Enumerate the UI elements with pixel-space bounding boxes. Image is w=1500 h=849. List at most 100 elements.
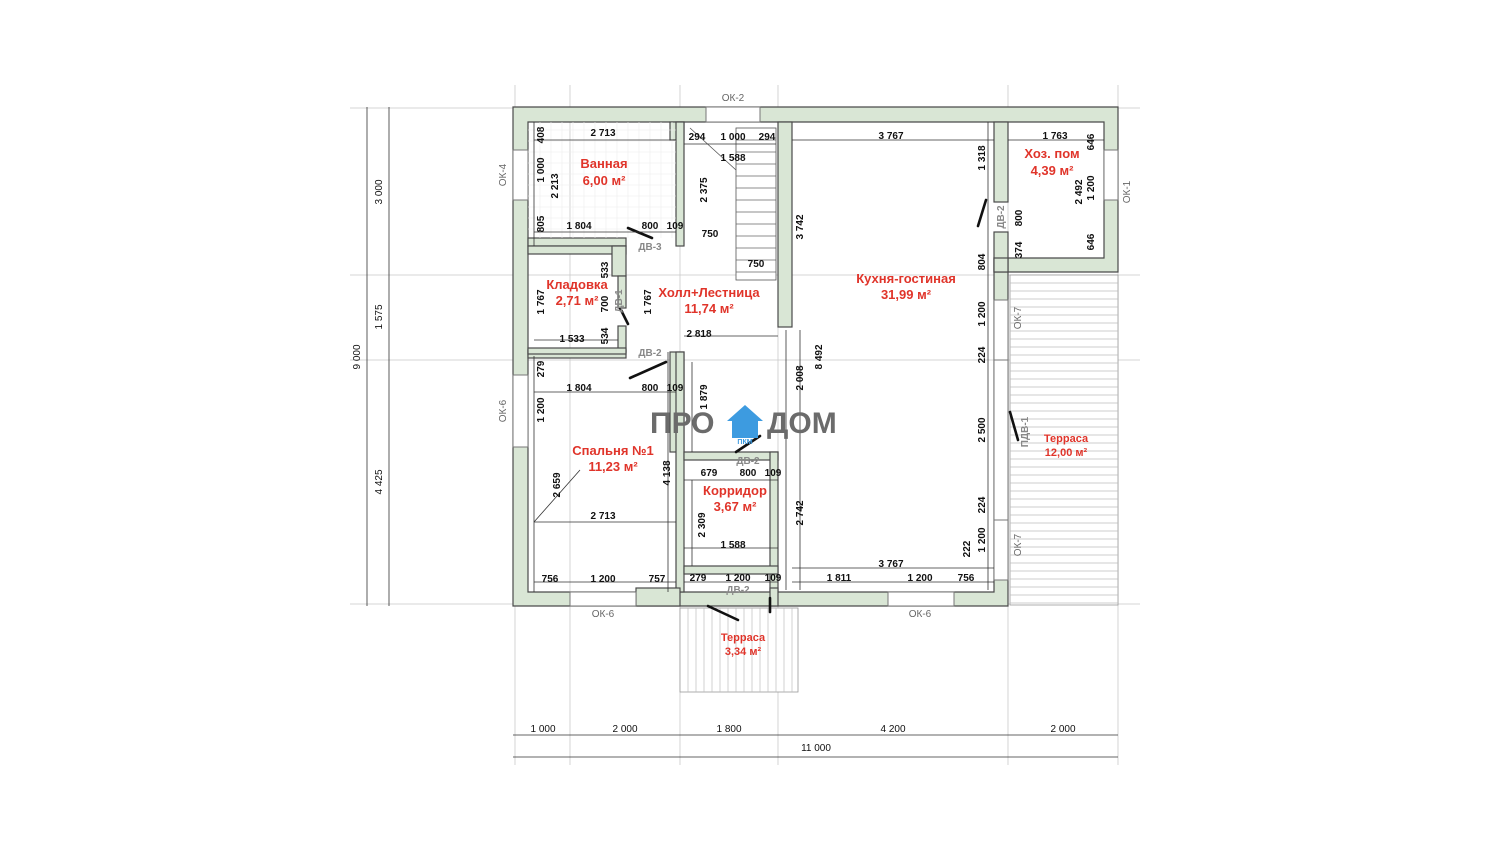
dim-bottom-total: 11 000 [801,743,831,754]
door-swings [618,198,1020,622]
dim: 109 [667,221,684,232]
outer-dimension-labels: 1 000 2 000 1 800 4 200 2 000 11 000 3 0… [352,179,1076,754]
dim: 1 879 [699,384,710,409]
brand-logo: ПРО ПКМ ДОМ [650,405,837,446]
window-label-ok2: ОК-2 [722,93,745,104]
room-area-hall: 11,74 м² [684,301,734,316]
dim: 1 767 [536,289,547,314]
door-dv2-storage-leaf [628,360,668,380]
dim: 1 200 [536,397,547,422]
door-pdv1-leaf [1008,410,1020,442]
dim: 8 492 [814,344,825,369]
dim: 2 713 [590,128,615,139]
dim: 1 200 [907,573,932,584]
door-label-dv1: ДВ-1 [614,289,625,313]
door-label-dv2-front: ДВ-2 [726,585,750,596]
window-label-ok7-bottom: ОК-7 [1013,533,1024,556]
room-labels: Ванная 6,00 м² Кладовка 2,71 м² Холл+Лес… [546,146,1089,658]
room-area-kitchen: 31,99 м² [881,287,932,302]
house-icon [727,405,763,438]
dim: 224 [977,496,988,513]
dim: 1 763 [1042,131,1067,142]
dim: 805 [536,215,547,232]
dim: 2 309 [697,512,708,537]
dim: 1 318 [977,145,988,170]
dim: 646 [1086,133,1097,150]
dim: 224 [977,346,988,363]
room-name-corridor: Корридор [703,483,767,498]
dim: 374 [1014,241,1025,258]
dim: 700 [600,295,611,312]
dim: 2 818 [686,329,711,340]
dim: 279 [536,360,547,377]
window-label-ok7-top: ОК-7 [1013,306,1024,329]
dimension-lines [533,122,1104,592]
dim: 109 [765,468,782,479]
dim: 1 000 [720,132,745,143]
door-dv3-leaf [626,226,654,240]
dim: 1 804 [566,221,591,232]
dim: 3 767 [878,559,903,570]
logo-text-right: ДОМ [767,407,837,440]
window-label-ok6-bottom-left: ОК-6 [592,609,615,620]
room-name-kitchen: Кухня-гостиная [856,271,956,286]
dim: 1 767 [643,289,654,314]
dim-left-3: 4 425 [374,469,385,494]
dim: 222 [962,540,973,557]
dim: 679 [701,468,718,479]
dim: 800 [1014,209,1025,226]
dim: 646 [1086,233,1097,250]
dim: 534 [600,327,611,344]
dim: 800 [740,468,757,479]
room-name-terrace-front: Терраса [721,632,766,644]
dim: 2 500 [977,417,988,442]
dim: 3 767 [878,131,903,142]
dim: 2 713 [590,511,615,522]
room-area-utility: 4,39 м² [1031,163,1075,178]
room-name-utility: Хоз. пом [1024,146,1079,161]
room-area-storage: 2,71 м² [556,293,600,308]
dim: 2 213 [550,173,561,198]
dim-bottom-1: 1 000 [530,724,555,735]
room-area-terrace-front: 3,34 м² [725,646,762,658]
dim: 1 533 [559,334,584,345]
room-area-bedroom: 11,23 м² [588,459,638,474]
door-label-pdv1: ПДВ-1 [1020,416,1031,447]
room-name-storage: Кладовка [546,277,608,292]
door-label-dv2-util: ДВ-2 [996,205,1007,229]
dim: 2 659 [552,472,563,497]
dim-bottom-3: 1 800 [716,724,741,735]
dim: 1 804 [566,383,591,394]
staircase [689,127,777,281]
dim: 533 [600,261,611,278]
windows [512,106,1119,607]
dim: 1 000 [536,157,547,182]
dim: 1 200 [1086,175,1097,200]
dim: 2 008 [795,365,806,390]
door-labels: ДВ-3 ДВ-1 ДВ-2 ДВ-2 ДВ-2 ДВ-2 ПДВ-1 [614,205,1031,596]
dim: 1 200 [590,574,615,585]
dim: 408 [536,126,547,143]
dim: 1 811 [827,573,852,584]
dim: 756 [958,573,975,584]
interior-dimension-labels: 2 713 408 1 000 2 213 805 1 804 800 109 … [536,126,1097,585]
dim: 109 [765,573,782,584]
dim: 2 742 [795,500,806,525]
dim: 800 [642,221,659,232]
bath-tile-grid [528,122,676,238]
dim: 804 [977,253,988,270]
dim-left-1: 3 000 [374,179,385,204]
dim: 4 138 [662,460,673,485]
dim: 750 [702,229,719,240]
door-dv1-leaf [618,306,630,326]
dim-left-2: 1 575 [374,304,385,329]
interior-walls [527,121,1009,607]
dim-bottom-5: 2 000 [1050,724,1075,735]
room-name-terrace-right: Терраса [1044,433,1089,445]
dim: 109 [667,383,684,394]
dim: 294 [689,132,706,143]
door-label-dv2-corr: ДВ-2 [736,456,760,467]
dim: 800 [642,383,659,394]
room-area-terrace-right: 12,00 м² [1045,447,1088,459]
logo-badge: ПКМ [737,439,752,446]
